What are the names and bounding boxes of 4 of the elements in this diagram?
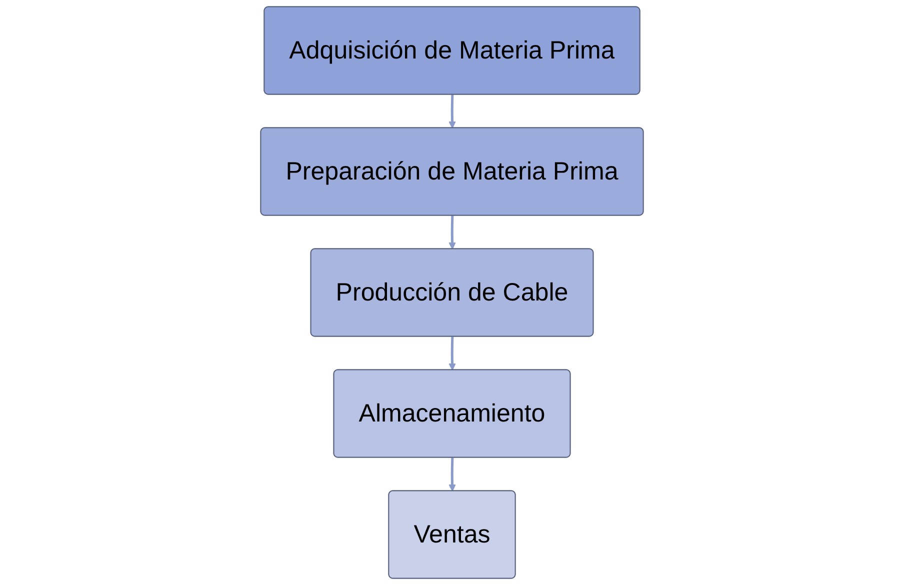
- arrow: [448, 458, 456, 492]
- arrow: [448, 94, 456, 128]
- arrow: [448, 336, 456, 370]
- arrow: [448, 216, 456, 250]
